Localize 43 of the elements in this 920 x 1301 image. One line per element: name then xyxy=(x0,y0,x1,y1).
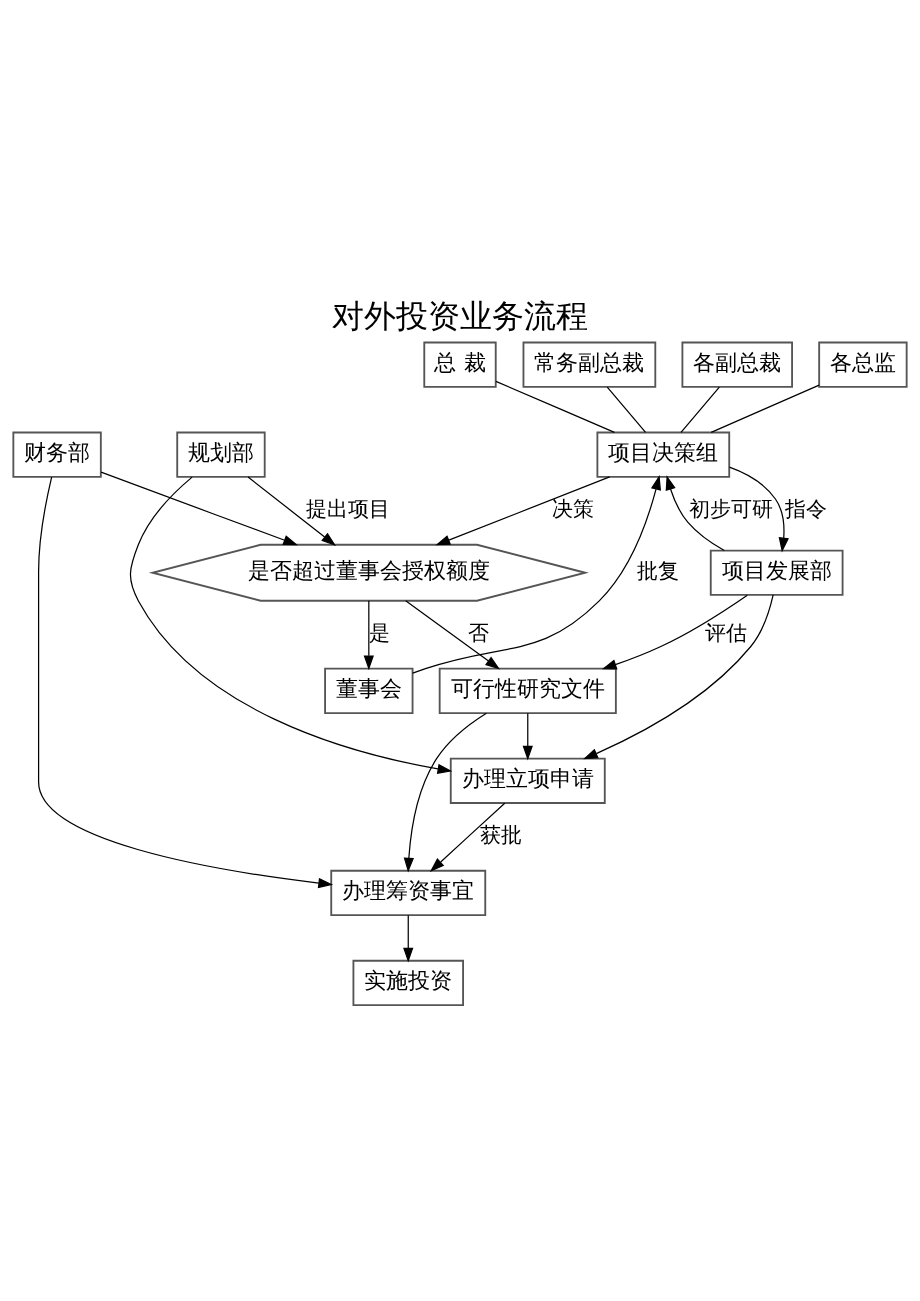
arrow xyxy=(100,471,298,545)
arrow xyxy=(405,599,501,669)
edge-label: 提出项目 xyxy=(305,496,390,521)
edge-label: 评估 xyxy=(704,620,747,645)
node-box: 实施投资 xyxy=(352,959,464,1006)
arrow xyxy=(665,474,725,551)
arrow xyxy=(583,593,774,759)
connector xyxy=(710,384,820,433)
node-box: 董事会 xyxy=(324,667,414,714)
arrow xyxy=(435,475,611,545)
node-box: 常务副总裁 xyxy=(522,341,657,388)
edge-label: 指令 xyxy=(784,496,827,521)
node-box: 项目发展部 xyxy=(709,549,844,596)
node-box: 总 裁 xyxy=(423,341,497,388)
edge-label: 否 xyxy=(467,620,489,645)
node-box: 各副总裁 xyxy=(681,341,793,388)
edge-label: 决策 xyxy=(551,496,594,521)
arrow xyxy=(363,599,374,670)
diagram-title: 对外投资业务流程 xyxy=(332,296,588,335)
connector xyxy=(495,380,616,433)
edge-label: 初步可研 xyxy=(689,496,774,521)
edge-label: 是 xyxy=(369,620,391,645)
node-box: 各总监 xyxy=(818,341,908,388)
node-box: 项目决策组 xyxy=(596,431,731,478)
connector xyxy=(680,386,720,433)
arrow xyxy=(129,476,453,774)
arrow xyxy=(247,475,337,546)
node-box: 办理筹资事宜 xyxy=(330,869,487,916)
arrow xyxy=(429,802,506,872)
arrow xyxy=(38,475,334,888)
arrow xyxy=(522,712,533,760)
edge-label: 获批 xyxy=(480,822,523,847)
arrow xyxy=(601,594,748,669)
node-box: 办理立项申请 xyxy=(449,757,606,804)
node-box: 规划部 xyxy=(176,431,266,478)
arrow xyxy=(403,712,488,872)
node-box: 财务部 xyxy=(12,431,102,478)
edge-label: 批复 xyxy=(636,558,679,583)
connector xyxy=(606,386,647,433)
node-box: 可行性研究文件 xyxy=(438,667,617,714)
arrow xyxy=(403,914,414,963)
arrow xyxy=(728,466,789,552)
arrow xyxy=(412,474,661,674)
